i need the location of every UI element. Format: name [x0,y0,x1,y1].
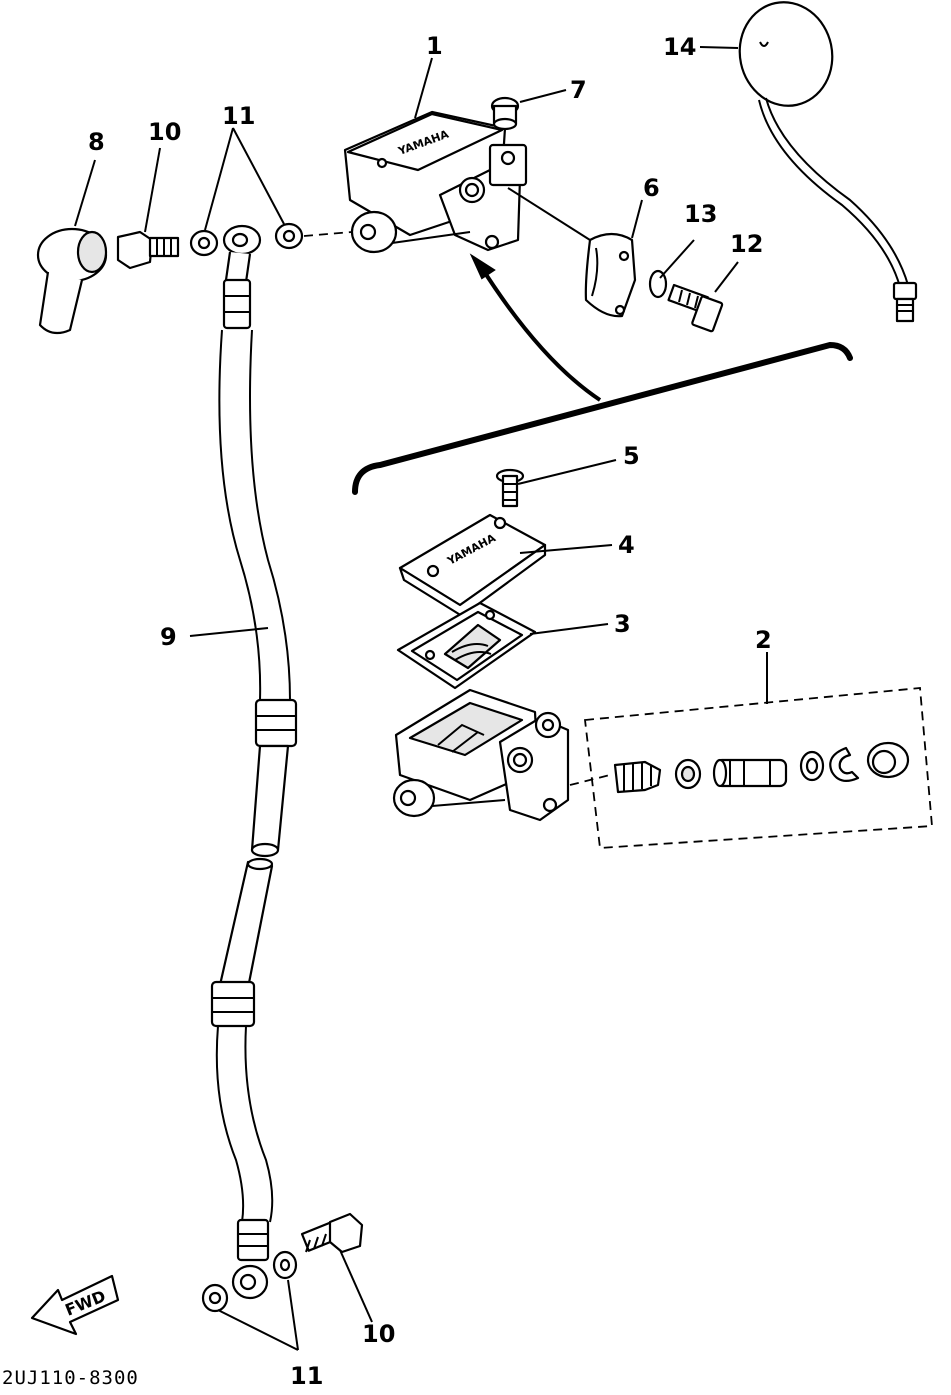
kit-circlip [829,746,860,783]
callout-3: 3 [614,610,631,638]
union-bolt-bottom [300,1212,364,1254]
copper-washer-top-left [189,229,219,257]
banjo-cover-8 [36,227,108,335]
screw-5 [495,468,525,508]
diaphragm-3 [396,601,537,690]
union-bolt-top [116,230,180,270]
copper-washer-bottom-right [272,1250,298,1280]
callout-8: 8 [88,128,105,156]
master-cylinder-assembled: YAMAHA [343,110,528,254]
drawing-code: 2UJ110-8300 [2,1367,139,1389]
callout-13: 13 [684,200,717,228]
callout-11-top: 11 [222,102,255,130]
leader-lines [74,46,739,1351]
mirror-part [738,1,918,323]
callout-10-bottom: 10 [362,1320,395,1348]
callout-12: 12 [730,230,763,258]
cylinder-kit-box [583,652,933,849]
assembly-arrow [352,253,853,495]
callout-4: 4 [618,531,635,559]
kit-seal [799,750,825,782]
callout-5: 5 [623,442,640,470]
callouts: 1 2 3 4 5 6 7 8 9 10 10 11 11 12 13 14 [88,32,772,1390]
kit-spring [613,760,662,794]
callout-10-top: 10 [148,118,181,146]
callout-1: 1 [426,32,443,60]
callout-14: 14 [663,33,696,61]
assembly-line-piston [569,774,611,786]
callout-7: 7 [570,76,587,104]
holder-6 [584,232,637,318]
fwd-arrow-icon: FWD [30,1274,120,1336]
callout-6: 6 [643,174,660,202]
washer-13 [648,269,668,299]
callout-11-bottom: 11 [290,1362,323,1390]
banjo-fitting-top [222,224,262,284]
kit-boot [866,741,910,779]
copper-washer-top-right [274,222,304,250]
kit-piston [712,758,788,788]
master-cylinder-body [392,688,570,822]
assembly-line-top [303,231,353,237]
cap-7 [490,96,520,131]
callout-9: 9 [160,623,177,651]
bolt-12 [667,283,724,333]
kit-cup [674,758,702,790]
reservoir-cap-4: YAMAHA [398,513,547,618]
banjo-fitting-bottom [231,1264,269,1300]
copper-washer-bottom-left [201,1283,229,1313]
callout-2: 2 [755,626,772,654]
brake-hose-9 [210,278,298,1262]
